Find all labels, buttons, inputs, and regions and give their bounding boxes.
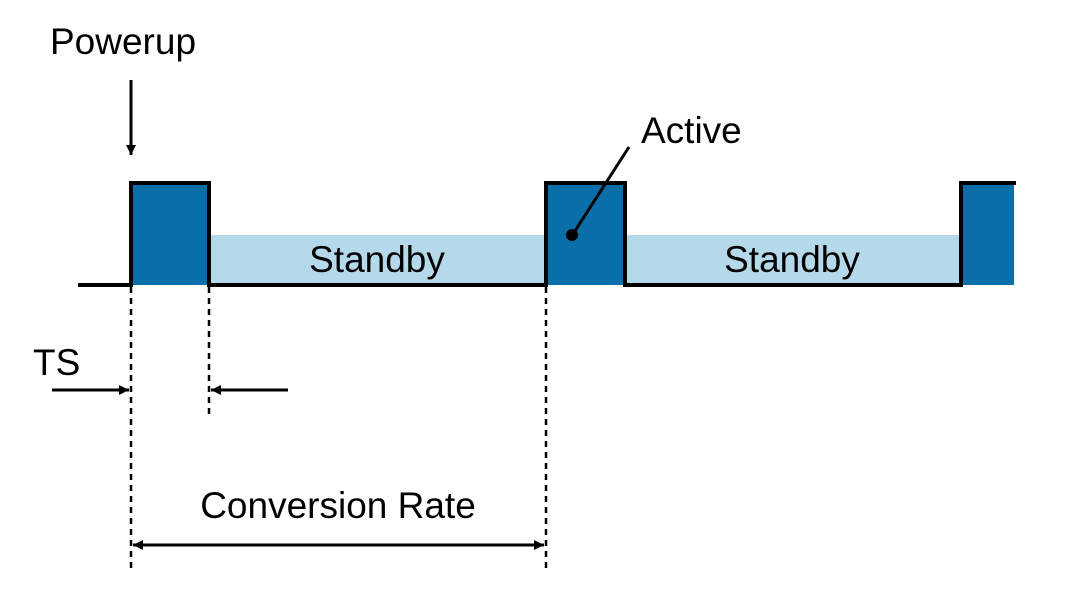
active-pulse-1 [131, 183, 209, 285]
active-pulse-2 [546, 183, 625, 285]
active-pulse-3 [961, 183, 1014, 285]
standby-label-2: Standby [724, 239, 860, 280]
active-callout-dot [566, 229, 578, 241]
standby-label-1: Standby [309, 239, 445, 280]
active-callout-line [571, 146, 631, 235]
standby-region-1 [209, 235, 546, 285]
active-label: Active [641, 110, 742, 151]
ts-label: TS [33, 342, 80, 383]
standby-region-2 [625, 235, 961, 285]
conversion-rate-label: Conversion Rate [200, 485, 476, 526]
timing-waveform [78, 181, 1016, 287]
powerup-label: Powerup [50, 21, 196, 62]
